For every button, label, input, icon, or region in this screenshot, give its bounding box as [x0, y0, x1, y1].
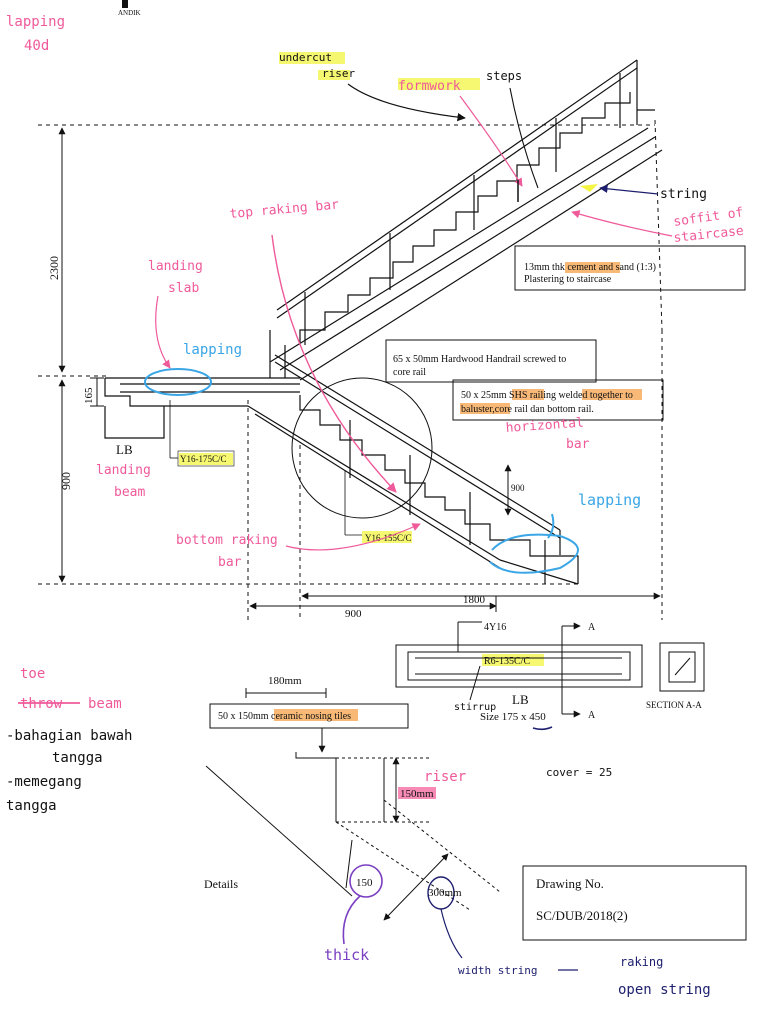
note-top-raking-bar: top raking bar	[229, 197, 340, 222]
callout-handrail-line1: 65 x 50mm Hardwood Handrail screwed to	[393, 354, 566, 365]
beam-links: R6-135C/C	[484, 656, 530, 667]
dim-height-lower: 900	[59, 472, 73, 490]
bar-tag-landing-beam: Y16-175C/C	[180, 454, 227, 464]
beam-lb: LB	[512, 692, 529, 707]
note-horizontal-2: bar	[566, 437, 590, 452]
callout-railing-line1: 50 x 25mm SHS railing welded together to	[461, 390, 633, 401]
note-bottom-raking-1: bottom raking	[176, 533, 278, 548]
note-lapping-left: lapping	[183, 342, 242, 358]
callout-plaster: 13mm thk cement and sand (1:3) Plasterin…	[514, 245, 746, 291]
note-steps: steps	[486, 69, 522, 83]
note-landing-beam-2: beam	[114, 485, 145, 500]
note-raking: raking	[620, 955, 663, 969]
note-steps-leader	[509, 87, 539, 189]
note-open-string: open string	[618, 982, 711, 998]
drawing-number-label: Drawing No.	[536, 876, 604, 891]
bar-tag-bottom: Y16-155C/C	[365, 533, 412, 543]
bar-tag-landing-beam-box	[177, 450, 235, 467]
note-bahagian: -bahagian bawah	[6, 728, 132, 744]
note-stirrup: stirrup	[454, 702, 496, 713]
dim-height-upper: 2300	[47, 256, 61, 280]
datum-lines	[38, 119, 663, 620]
callout-nosing: 50 x 150mm ceramic nosing tiles	[218, 711, 351, 722]
section-arrow-a-bottom: A	[588, 710, 596, 721]
callout-railing: 50 x 25mm SHS railing welded together to…	[452, 379, 664, 421]
section-a-a-title: SECTION A-A	[646, 700, 702, 710]
note-lapping-40d-2: 40d	[24, 38, 49, 54]
note-beam: beam	[88, 696, 122, 712]
note-soffit-leader	[571, 210, 673, 237]
header-logo-mark	[122, 0, 128, 8]
note-bottom-raking-leader	[285, 523, 421, 551]
note-landing-slab-1: landing	[148, 259, 203, 274]
header-mark-text: ANDIK	[118, 9, 141, 17]
note-landing-slab-2: slab	[168, 281, 199, 296]
note-landing-slab-leader	[155, 295, 171, 369]
note-horizontal-1: horizontal	[505, 416, 584, 436]
dim-riser-detail: 150mm	[400, 788, 434, 800]
drawing-number-value: SC/DUB/2018(2)	[536, 908, 628, 923]
lapping-left-ellipse	[144, 368, 212, 396]
thickness-detail-circle	[349, 864, 383, 898]
note-tangga-1: tangga	[52, 750, 103, 766]
note-lapping-right: lapping	[578, 491, 641, 509]
label-lb: LB	[116, 442, 133, 457]
note-soffit-2: staircase	[673, 224, 745, 246]
note-lapping-40d-1: lapping	[6, 14, 65, 30]
dim-tread-detail: 180mm	[268, 675, 302, 687]
dim-rail-height: 900	[511, 483, 525, 493]
note-cover: cover = 25	[546, 766, 612, 779]
note-undercut-1: undercut	[279, 51, 332, 64]
section-arrow-a-top: A	[588, 622, 596, 633]
callout-plaster-line1: 13mm thk cement and sand (1:3)	[524, 262, 656, 273]
beam-size: Size 175 x 450	[480, 711, 546, 723]
lapping-right-ellipse	[489, 513, 579, 574]
landing-beam-detail	[395, 621, 705, 718]
drawing-number-box: Drawing No. SC/DUB/2018(2)	[522, 865, 747, 941]
beam-top-bars: 4Y16	[484, 622, 506, 633]
note-thick: thick	[324, 946, 369, 964]
beam-size-underline	[532, 726, 553, 731]
callout-railing-line2: baluster,core rail dan bottom rail.	[461, 404, 594, 415]
note-string: string	[660, 187, 707, 202]
callout-handrail: 65 x 50mm Hardwood Handrail screwed to c…	[385, 339, 597, 383]
note-width-leader	[440, 908, 463, 959]
callout-plaster-line2: Plastering to staircase	[524, 274, 612, 285]
note-formwork: formwork	[398, 79, 461, 94]
lower-flight	[247, 354, 579, 585]
vertical-dimensions	[58, 127, 512, 583]
note-riser: riser	[424, 769, 466, 785]
note-width-string: width string	[458, 964, 537, 977]
note-thick-leader	[342, 895, 361, 945]
detail-circle	[291, 377, 433, 519]
note-throw: throw	[20, 696, 63, 712]
note-undercut-2: riser	[322, 67, 355, 80]
dim-string-width-detail: 300mm	[428, 887, 462, 899]
string-highlight-mark	[580, 184, 598, 192]
note-undercut-leader	[347, 83, 466, 122]
dim-thickness-detail: 150	[356, 877, 373, 889]
note-top-raking-leader	[271, 234, 397, 493]
dim-run-total: 1800	[463, 594, 486, 606]
horizontal-dimensions	[249, 592, 661, 612]
details-label: Details	[204, 877, 238, 891]
note-landing-beam-1: landing	[96, 463, 151, 478]
note-string-leader	[599, 184, 659, 195]
note-tangga-2: tangga	[6, 798, 57, 814]
upper-flight	[269, 59, 663, 381]
note-toe: toe	[20, 666, 45, 682]
dim-slab-thickness: 165	[83, 387, 95, 404]
note-formwork-leader	[459, 95, 523, 187]
dim-run-left: 900	[345, 608, 362, 620]
nosing-detail	[205, 688, 501, 921]
callout-handrail-line2: core rail	[393, 367, 426, 378]
note-bottom-raking-2: bar	[218, 555, 242, 570]
note-memegang: -memegang	[6, 774, 82, 790]
